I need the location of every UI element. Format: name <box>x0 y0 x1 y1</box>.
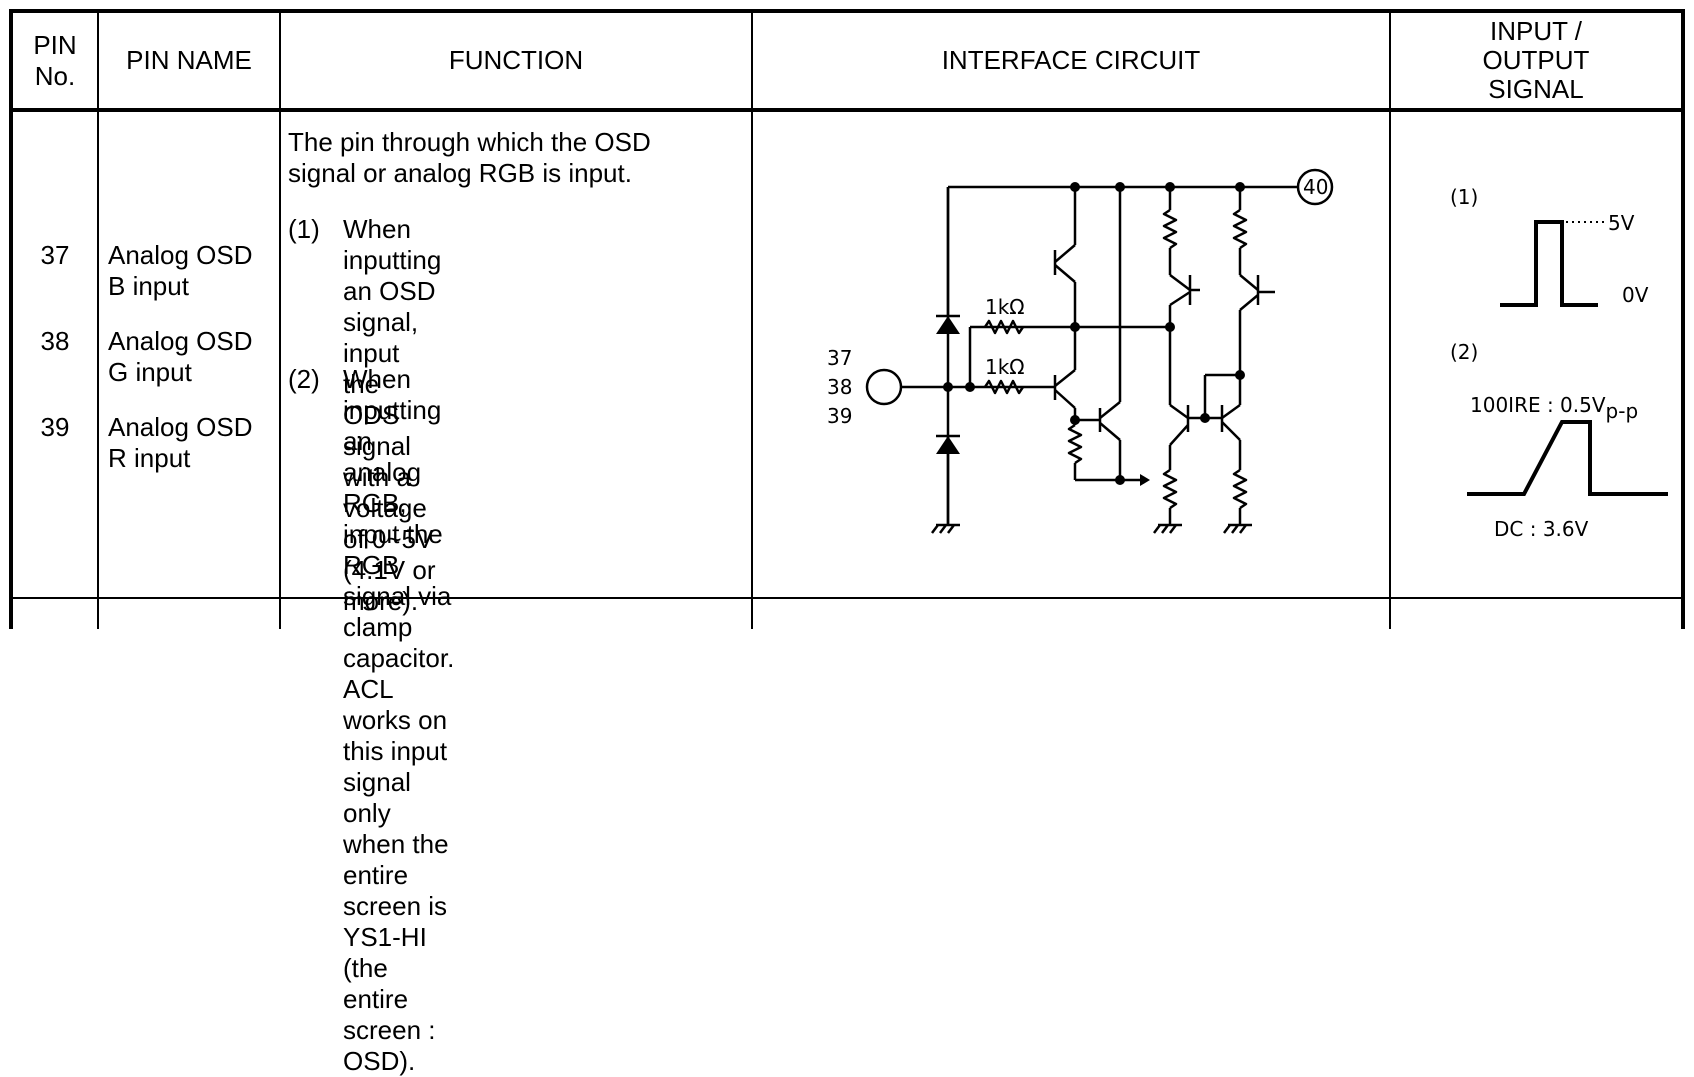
pin-number: 39 <box>40 412 70 442</box>
pin-name-line: Analog OSD <box>108 326 253 356</box>
ground-symbol <box>931 523 960 534</box>
circuit-pin-label: 38 <box>827 375 852 399</box>
emitter-resistor <box>1067 423 1083 465</box>
function-line: signal or analog RGB is input. <box>288 158 632 188</box>
pin-name-line: Analog OSD <box>108 412 253 442</box>
pin-name: Analog OSD G input <box>108 326 253 388</box>
function-line: When inputting an analog <box>343 364 442 487</box>
resistor-label: 1kΩ <box>985 295 1025 319</box>
circuit-pin-label: 39 <box>827 404 852 428</box>
pin-name: Analog OSD B input <box>108 240 253 302</box>
column-divider <box>279 9 281 629</box>
output-arrow <box>1140 474 1150 486</box>
header-io-line3: SIGNAL <box>1488 74 1584 104</box>
function-line: When inputting an OSD signal, <box>343 214 442 337</box>
output-pin-circle <box>1296 168 1334 206</box>
header-pin-no-line1: PIN <box>33 29 77 60</box>
function-line: ACL works on this input signal <box>343 674 448 797</box>
pin-number: 38 <box>40 326 70 356</box>
header-divider <box>9 108 1685 112</box>
function-intro: The pin through which the OSD signal or … <box>288 127 651 189</box>
header-function: FUNCTION <box>281 13 751 108</box>
collector-resistor-1 <box>1162 208 1178 250</box>
ground-symbol <box>1153 523 1182 534</box>
ground-symbol <box>1223 523 1252 534</box>
pin-name-line: G input <box>108 357 192 387</box>
pin-name-line: Analog OSD <box>108 240 253 270</box>
function-line: input the ODS signal with a <box>343 338 411 492</box>
diode-lower <box>936 436 960 454</box>
signal-amplitude-sub: p-p <box>1606 399 1639 423</box>
signal-amplitude: 100IRE : 0.5Vp-p <box>1470 393 1638 423</box>
diode-upper <box>936 316 960 334</box>
interface-circuit-diagram: 37 38 39 40 1kΩ 1kΩ <box>827 168 1334 534</box>
header-io-line2: OUTPUT <box>1482 45 1590 75</box>
pin-number: 37 <box>40 240 70 270</box>
emitter-resistor-2 <box>1162 468 1178 510</box>
resistor-1k-lower <box>983 379 1025 395</box>
function-line: only when the entire screen is <box>343 798 449 921</box>
pin-name: Analog OSD R input <box>108 412 253 474</box>
column-divider <box>751 9 753 629</box>
column-divider <box>1389 9 1391 629</box>
function-line: OSD). <box>343 1046 416 1076</box>
function-line: clamp capacitor. <box>343 612 455 673</box>
ramp-waveform <box>1467 420 1668 496</box>
circuit-pin-label: 37 <box>827 346 852 370</box>
row-divider <box>9 597 1685 599</box>
header-pin-name-label: PIN NAME <box>126 45 252 75</box>
signal-label-1: (1) <box>1450 185 1478 209</box>
pin-name-line: R input <box>108 443 191 473</box>
signal-low-level: 0V <box>1622 283 1649 307</box>
signal-amplitude-main: 100IRE : 0.5V <box>1470 393 1606 417</box>
header-pin-no-line2: No. <box>34 60 76 91</box>
function-item-number: (2) <box>288 364 320 394</box>
collector-resistor-3 <box>1232 208 1248 250</box>
pin-name-line: B input <box>108 271 189 301</box>
signal-high-level: 5V <box>1608 211 1635 235</box>
function-item-number: (1) <box>288 214 320 244</box>
header-interface-circuit-label: INTERFACE CIRCUIT <box>941 45 1201 75</box>
function-line: voltage of 0~5V (4.1V or <box>343 493 436 585</box>
header-pin-name: PIN NAME <box>99 13 279 108</box>
table-frame <box>9 9 1685 629</box>
resistor-1k-upper <box>983 319 1025 335</box>
circuit-output-pin-label: 40 <box>1303 175 1328 199</box>
column-divider <box>97 9 99 629</box>
resistor-label: 1kΩ <box>985 355 1025 379</box>
pulse-waveform <box>1500 220 1598 307</box>
emitter-resistor-3 <box>1232 468 1248 510</box>
signal-dc-level: DC : 3.6V <box>1494 517 1589 541</box>
header-function-label: FUNCTION <box>448 45 584 75</box>
function-line: YS1-HI (the entire screen : <box>343 922 436 1045</box>
header-io-line1: INPUT / <box>1490 16 1582 46</box>
signal-label-2: (2) <box>1450 340 1478 364</box>
function-line: The pin through which the OSD <box>288 127 651 157</box>
header-interface-circuit: INTERFACE CIRCUIT <box>753 13 1389 108</box>
io-signal-diagram: (1) 5V 0V (2) 100IRE : 0.5Vp-p DC : 3.6V <box>1450 185 1668 541</box>
